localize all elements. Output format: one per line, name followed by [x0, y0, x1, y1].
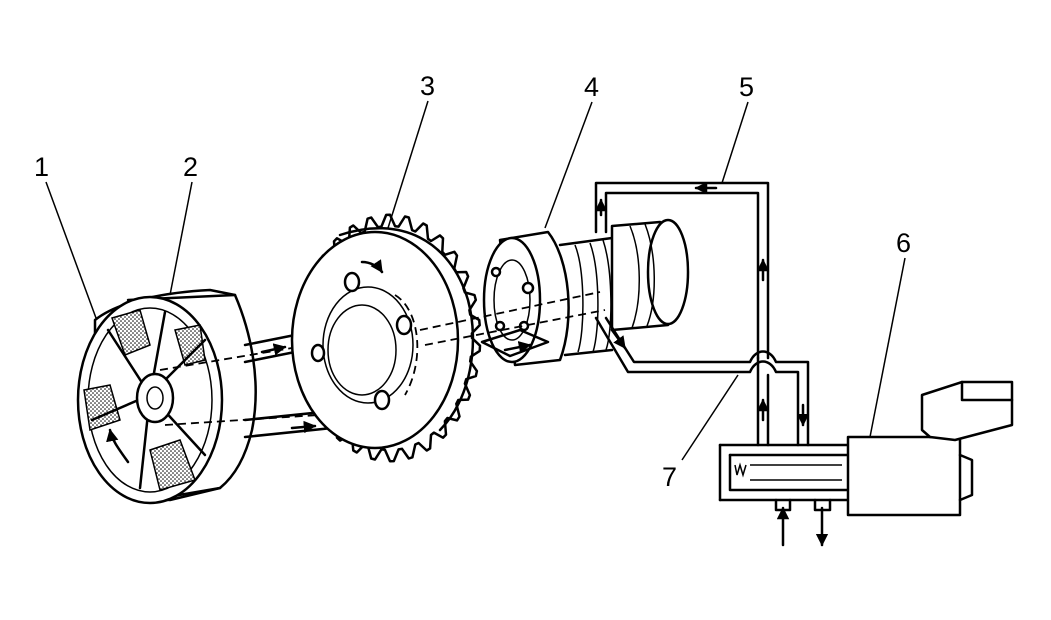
rotor-hub: [135, 372, 175, 424]
leader-6: [869, 257, 906, 438]
oil-control-valve: [718, 443, 852, 547]
callout-1: 1: [34, 152, 49, 182]
line7-arrow-icon: [610, 328, 627, 350]
solenoid: [846, 380, 1014, 517]
rotation-arrow-icon: [106, 428, 130, 464]
flow-arrow-icon: [260, 343, 287, 356]
callout-4: 4: [584, 72, 599, 102]
callout-3: 3: [420, 71, 435, 101]
oil-chamber-1: [111, 309, 151, 356]
spring-icon: [734, 462, 747, 478]
leader-3: [387, 100, 429, 229]
oil-chamber-3: [149, 439, 196, 491]
sprocket-rotation-arrow-icon: [360, 259, 384, 274]
callout-5: 5: [739, 72, 754, 102]
callout-2: 2: [183, 152, 198, 182]
rotor-vane-assembly: [76, 288, 257, 505]
leader-1: [45, 181, 97, 319]
callouts: 1 2 3 4 5 6 7: [34, 71, 911, 492]
leader-5: [721, 101, 749, 184]
flow-arrow-icon: [290, 420, 317, 434]
nose-flow-arrow-icon: [503, 341, 532, 354]
camshaft-nose: [419, 218, 690, 367]
callout-6: 6: [896, 228, 911, 258]
leader-4: [544, 101, 593, 229]
callout-7: 7: [662, 462, 677, 492]
cam-sprocket: [290, 213, 482, 463]
oil-chamber-4: [174, 324, 206, 366]
leader-2: [169, 181, 193, 296]
leader-lines: [45, 100, 906, 461]
oil-feed-lines: [594, 181, 810, 447]
leader-7: [681, 374, 739, 461]
